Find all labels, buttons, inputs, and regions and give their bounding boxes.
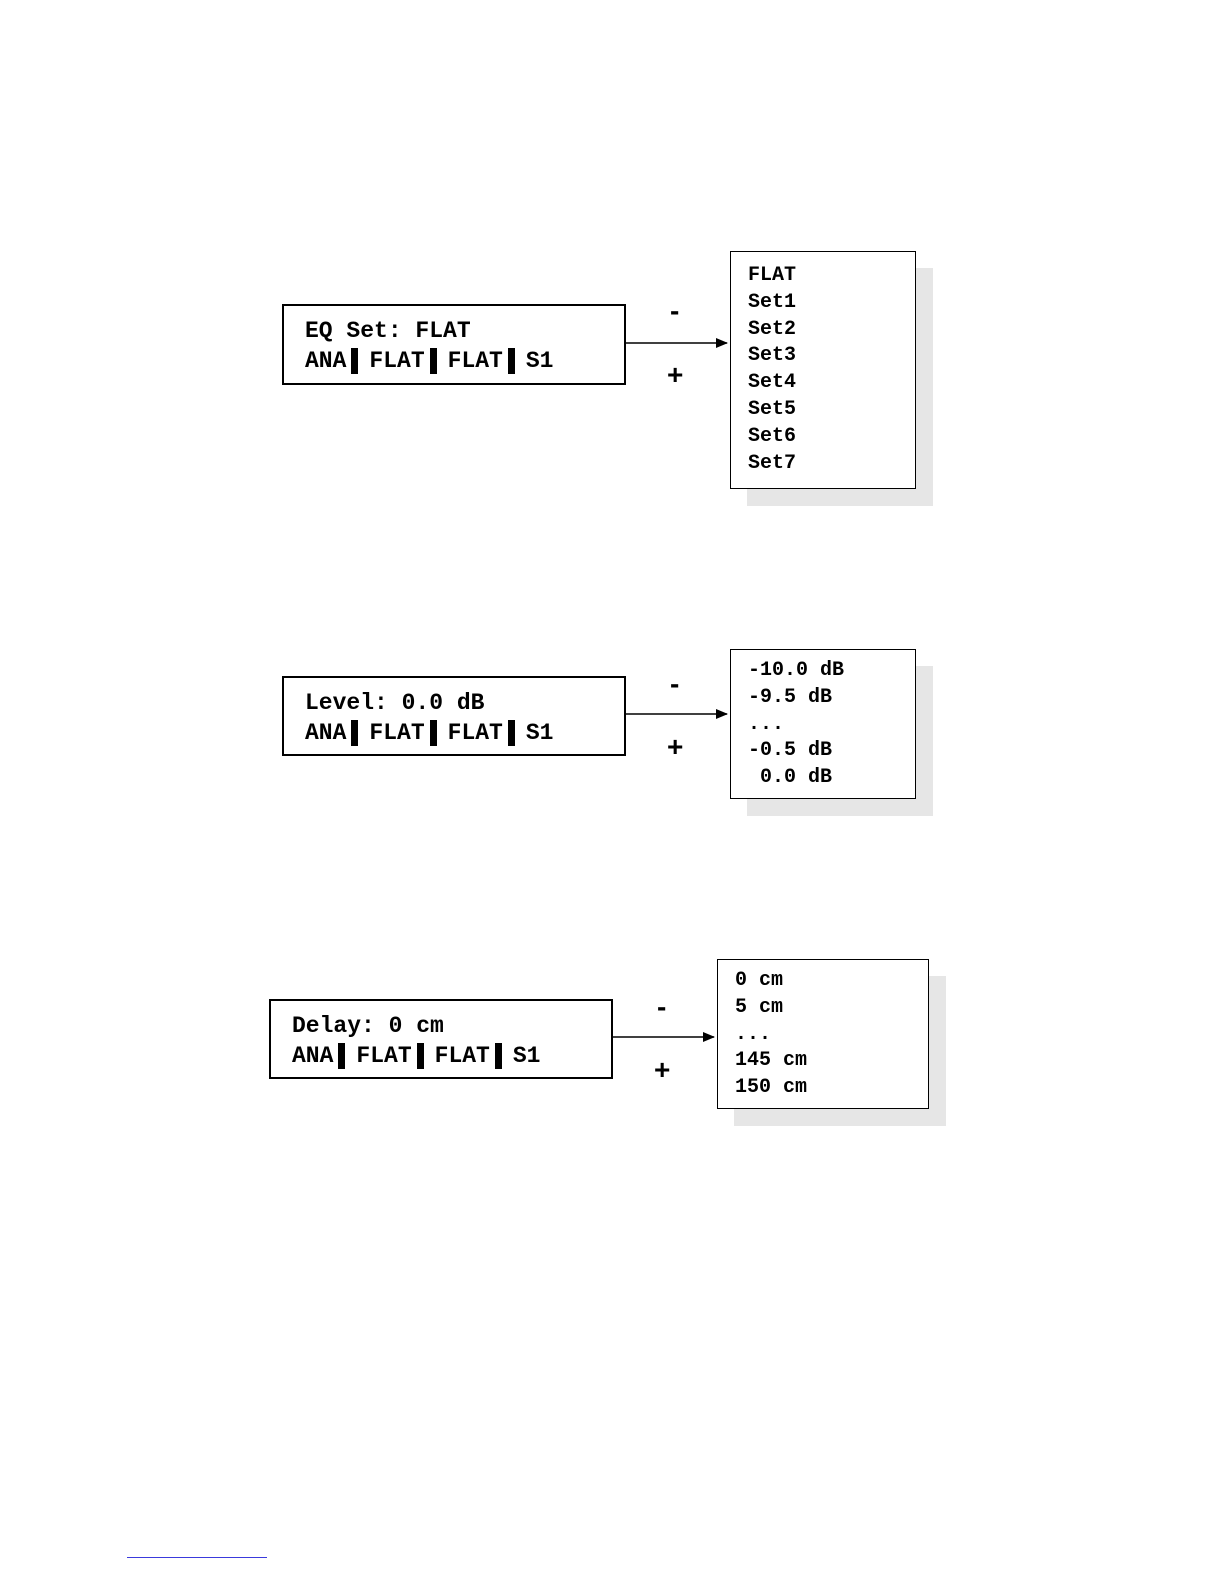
lcd-input-source: ANA — [305, 346, 346, 376]
option-item: 0.0 dB — [748, 765, 844, 792]
plus-label: + — [667, 733, 683, 761]
option-item: Set2 — [748, 317, 796, 344]
option-item: ... — [735, 1022, 807, 1049]
options-list-eq: FLAT Set1 Set2 Set3 Set4 Set5 Set6 Set7 — [730, 251, 916, 489]
option-item: FLAT — [748, 263, 796, 290]
lcd-eq-mode: FLAT — [369, 718, 424, 748]
lcd-line2: ANA FLAT FLAT S1 — [305, 346, 553, 376]
option-item: 150 cm — [735, 1075, 807, 1102]
lcd-eq-mode-2: FLAT — [448, 718, 503, 748]
separator-bar — [417, 1043, 424, 1069]
option-item: 5 cm — [735, 995, 807, 1022]
separator-bar — [351, 348, 358, 374]
minus-label: - — [657, 993, 666, 1021]
lcd-eq-mode-2: FLAT — [448, 346, 503, 376]
options-list-level: -10.0 dB -9.5 dB ... -0.5 dB 0.0 dB — [730, 649, 916, 799]
separator-bar — [351, 720, 358, 746]
option-item: -0.5 dB — [748, 738, 844, 765]
lcd-input-source: ANA — [305, 718, 346, 748]
option-item: Set4 — [748, 370, 796, 397]
option-item: 145 cm — [735, 1048, 807, 1075]
options-list-delay: 0 cm 5 cm ... 145 cm 150 cm — [717, 959, 929, 1109]
option-item: -10.0 dB — [748, 658, 844, 685]
option-item: 0 cm — [735, 968, 807, 995]
lcd-input-source: ANA — [292, 1041, 333, 1071]
lcd-eq-mode: FLAT — [356, 1041, 411, 1071]
option-item: ... — [748, 712, 844, 739]
minus-label: - — [670, 297, 679, 325]
lcd-display-eq: EQ Set: FLAT ANA FLAT FLAT S1 — [282, 304, 626, 385]
lcd-display-level: Level: 0.0 dB ANA FLAT FLAT S1 — [282, 676, 626, 756]
option-item: -9.5 dB — [748, 685, 844, 712]
minus-label: - — [670, 670, 679, 698]
lcd-line2: ANA FLAT FLAT S1 — [305, 718, 553, 748]
lcd-line1: Level: 0.0 dB — [305, 688, 484, 718]
lcd-line1: EQ Set: FLAT — [305, 316, 471, 346]
plus-label: + — [667, 361, 683, 389]
footnote-rule — [127, 1557, 267, 1558]
lcd-line2: ANA FLAT FLAT S1 — [292, 1041, 540, 1071]
lcd-speaker-set: S1 — [526, 346, 554, 376]
separator-bar — [338, 1043, 345, 1069]
separator-bar — [430, 720, 437, 746]
lcd-display-delay: Delay: 0 cm ANA FLAT FLAT S1 — [269, 999, 613, 1079]
separator-bar — [508, 348, 515, 374]
lcd-speaker-set: S1 — [513, 1041, 541, 1071]
lcd-eq-mode: FLAT — [369, 346, 424, 376]
option-item: Set3 — [748, 343, 796, 370]
separator-bar — [430, 348, 437, 374]
plus-label: + — [654, 1056, 670, 1084]
option-item: Set1 — [748, 290, 796, 317]
option-item: Set5 — [748, 397, 796, 424]
lcd-speaker-set: S1 — [526, 718, 554, 748]
lcd-eq-mode-2: FLAT — [435, 1041, 490, 1071]
separator-bar — [508, 720, 515, 746]
lcd-line1: Delay: 0 cm — [292, 1011, 444, 1041]
option-item: Set6 — [748, 424, 796, 451]
separator-bar — [495, 1043, 502, 1069]
option-item: Set7 — [748, 451, 796, 478]
